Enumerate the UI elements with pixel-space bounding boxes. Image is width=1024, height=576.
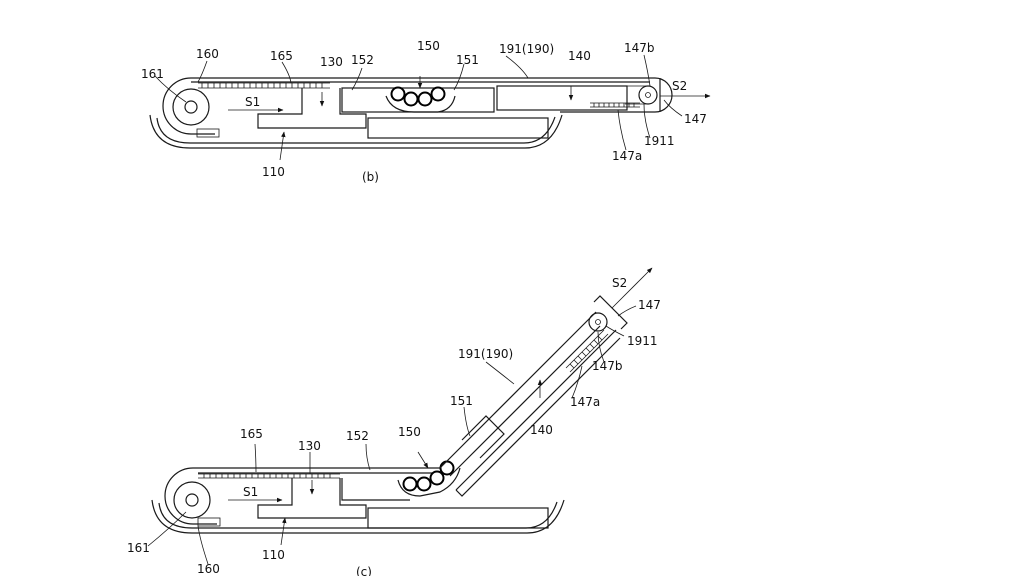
multi-joint-165: [198, 82, 330, 89]
base-block: [197, 517, 221, 527]
label-150: 150: [398, 425, 421, 439]
base-block: [196, 128, 220, 138]
label-160: 160: [196, 47, 219, 61]
caption-c: (c): [356, 565, 372, 576]
label-1911: 1911: [627, 334, 658, 348]
arrow-s2: [611, 267, 653, 309]
label-130: 130: [320, 55, 343, 69]
plate-130: [257, 478, 367, 519]
housing-inner: [156, 116, 556, 144]
roller-150-c: [417, 91, 433, 107]
label-151: 151: [450, 394, 473, 408]
battery-block: [367, 117, 549, 139]
label-147: 147: [684, 112, 707, 126]
slide-plate-140: [455, 329, 617, 491]
housing-outer: [149, 114, 563, 149]
label-165: 165: [270, 49, 293, 63]
label-147b: 147b: [624, 41, 655, 55]
arrow-110: [280, 517, 287, 546]
guide-151: [461, 415, 505, 459]
label-161: 161: [141, 67, 164, 81]
label-140: 140: [530, 423, 553, 437]
bracket-147: [593, 295, 628, 330]
label-191: 191(190): [458, 347, 513, 361]
label-161: 161: [127, 541, 150, 555]
label-s1: S1: [245, 95, 260, 109]
display-outer: [191, 77, 673, 113]
label-s2: S2: [672, 79, 687, 93]
label-1911: 1911: [644, 134, 675, 148]
label-140: 140: [568, 49, 591, 63]
roller-150-b: [403, 91, 419, 107]
figure-c: S2 147 1911 191(190) 147b 151 147a 140 1…: [127, 267, 661, 576]
housing-outer: [151, 499, 565, 534]
label-160: 160: [197, 562, 220, 576]
belt-1911: [625, 85, 648, 105]
label-151: 151: [456, 53, 479, 67]
figure-b: 160 161 165 130 152 150 151 191(190) 140…: [141, 39, 711, 184]
pinion-147b: [588, 312, 608, 332]
front-frame: [162, 77, 215, 135]
roller-150-d: [439, 460, 455, 476]
label-147: 147: [638, 298, 661, 312]
label-147a: 147a: [612, 149, 642, 163]
roller-150-a: [402, 476, 418, 492]
housing-inner: [158, 501, 558, 529]
pinion-147b: [638, 85, 658, 105]
label-130: 130: [298, 439, 321, 453]
display-incline-inner: [449, 325, 601, 477]
pinion-147b-core: [645, 92, 651, 98]
label-152: 152: [346, 429, 369, 443]
slide-plate-140-b: [455, 337, 621, 497]
slide-plate-140: [496, 85, 628, 111]
roller-150-d: [430, 86, 446, 102]
battery-block: [367, 507, 549, 529]
label-110: 110: [262, 548, 285, 562]
label-s2: S2: [612, 276, 627, 290]
label-147b: 147b: [592, 359, 623, 373]
label-191: 191(190): [499, 42, 554, 56]
roller-150-b: [416, 476, 432, 492]
arrow-110: [279, 131, 286, 161]
caption-b: (b): [362, 170, 379, 184]
roller-seat-150: [385, 95, 456, 113]
guide-152: [341, 478, 410, 501]
label-165: 165: [240, 427, 263, 441]
display-incline-outer: [439, 311, 597, 469]
roller-seat-150: [397, 467, 461, 497]
label-s1: S1: [243, 485, 258, 499]
pinion-147b-core: [595, 319, 601, 325]
roller-161-core: [184, 100, 198, 114]
plate-130: [257, 88, 367, 129]
front-frame: [164, 467, 217, 525]
rack-147a: [590, 102, 640, 108]
roller-150-a: [390, 86, 406, 102]
leaders-b: [154, 54, 683, 151]
leaders-c: [147, 305, 637, 565]
multi-joint-165: [198, 473, 340, 479]
arrow-150: [417, 451, 429, 469]
roller-161: [173, 481, 211, 519]
rack-147a: [565, 329, 609, 373]
roller-161-core: [185, 493, 199, 507]
label-150: 150: [417, 39, 440, 53]
roller-161: [172, 88, 210, 126]
label-152: 152: [351, 53, 374, 67]
roller-150-c: [429, 470, 445, 486]
label-110: 110: [262, 165, 285, 179]
label-147a: 147a: [570, 395, 600, 409]
